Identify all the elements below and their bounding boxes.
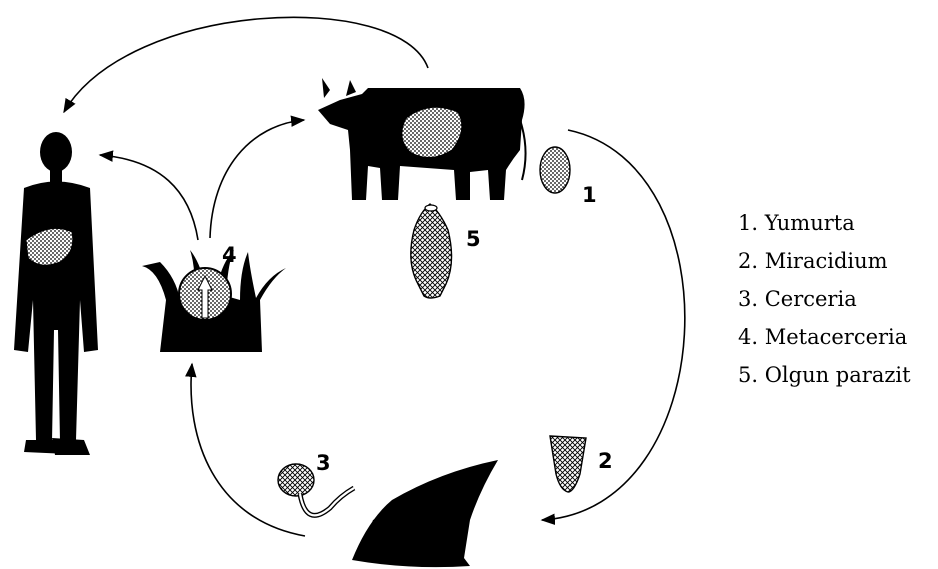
human-silhouette <box>14 132 98 455</box>
legend-item: 2. Miracidium <box>738 242 911 280</box>
stage-1-egg <box>540 147 570 193</box>
arrow-plant-to-cow <box>210 120 304 238</box>
legend-item: 1. Yumurta <box>738 204 911 242</box>
stage-number-3: 3 <box>316 451 331 475</box>
stage-4-plant-metacercaria <box>142 250 286 352</box>
stage-2-miracidium <box>550 436 586 492</box>
snail-silhouette <box>352 460 498 567</box>
arrow-snail-to-plant <box>191 364 305 536</box>
stage-number-5: 5 <box>466 227 481 251</box>
legend-item: 4. Metacerceria <box>738 318 911 356</box>
legend: 1. Yumurta 2. Miracidium 3. Cerceria 4. … <box>738 204 911 394</box>
legend-item: 5. Olgun parazit <box>738 356 911 394</box>
stage-number-4: 4 <box>222 243 237 267</box>
stage-number-1: 1 <box>582 183 597 207</box>
legend-item: 3. Cerceria <box>738 280 911 318</box>
stage-5-adult-fluke <box>411 204 452 298</box>
stage-number-2: 2 <box>598 449 613 473</box>
cow-silhouette <box>318 78 526 200</box>
arrow-plant-to-human <box>100 155 198 240</box>
